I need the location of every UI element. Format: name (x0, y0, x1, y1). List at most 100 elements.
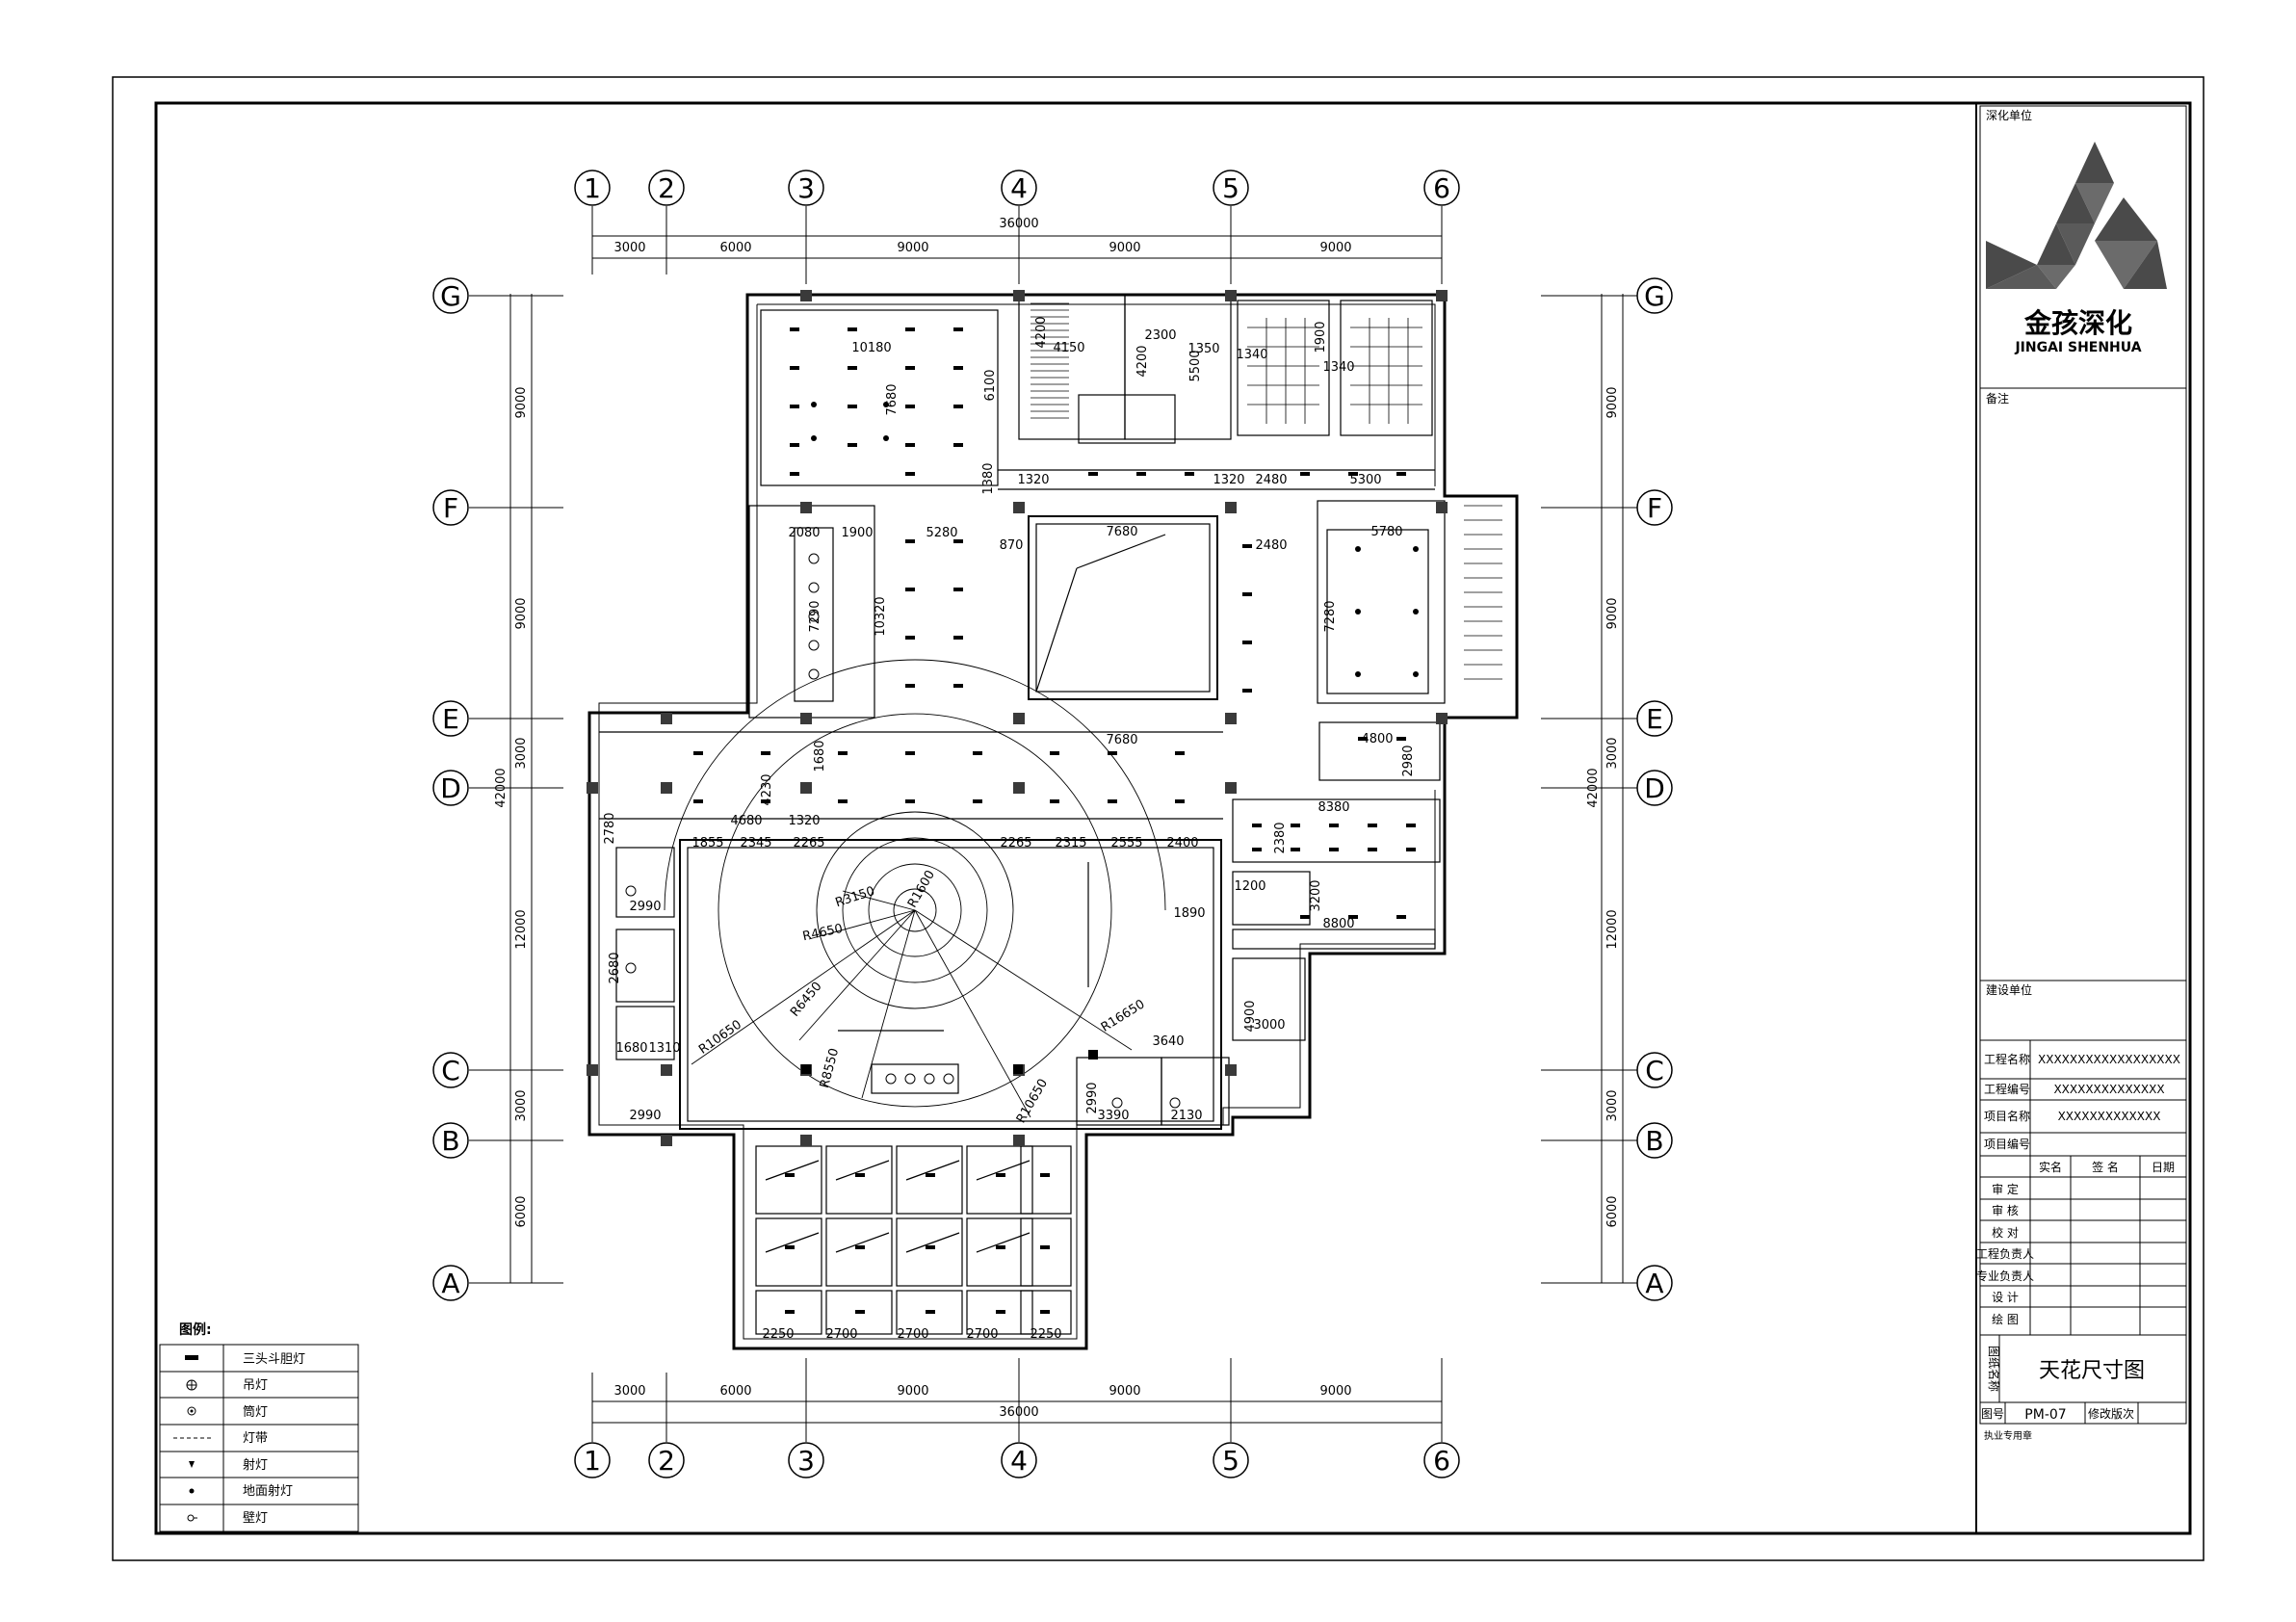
svg-text:12000: 12000 (514, 909, 529, 949)
svg-text:2300: 2300 (1144, 328, 1176, 343)
wc-grid (1247, 318, 1422, 424)
svg-text:2700: 2700 (825, 1327, 857, 1342)
svg-text:3000: 3000 (613, 241, 645, 255)
svg-text:7280: 7280 (1323, 600, 1338, 632)
svg-text:9000: 9000 (1605, 386, 1620, 418)
stair-treads (1031, 302, 1069, 419)
grid-bubble: E (432, 700, 563, 737)
inner-border (154, 101, 2192, 1535)
grid-bubble: B (432, 1122, 563, 1159)
svg-text:36000: 36000 (999, 217, 1038, 231)
svg-text:实名: 实名 (2039, 1160, 2062, 1174)
svg-text:2700: 2700 (897, 1327, 928, 1342)
svg-text:1320: 1320 (1213, 473, 1244, 487)
svg-text:F: F (443, 492, 458, 524)
svg-text:审 定: 审 定 (1992, 1182, 2019, 1196)
grid-bubble: 1 (574, 1373, 611, 1478)
svg-text:3: 3 (797, 1445, 815, 1477)
svg-text:设 计: 设 计 (1992, 1291, 2019, 1304)
svg-text:4200: 4200 (1034, 316, 1049, 348)
svg-text:2080: 2080 (788, 526, 820, 540)
grid-bubble: 5 (1213, 170, 1249, 284)
svg-text:1900: 1900 (1314, 321, 1328, 353)
svg-text:工程名称: 工程名称 (1984, 1052, 2030, 1066)
svg-text:3000: 3000 (613, 1384, 645, 1399)
svg-text:2780: 2780 (603, 812, 617, 844)
grid-row-bubbles-right: G F E D C B A (1541, 277, 1673, 1301)
bottom-dimensions: 3000 6000 9000 9000 9000 36000 (613, 1384, 1351, 1420)
svg-text:图纸名称: 图纸名称 (1987, 1346, 2001, 1392)
svg-text:8380: 8380 (1318, 800, 1349, 815)
svg-text:8800: 8800 (1322, 917, 1354, 931)
svg-text:5: 5 (1222, 172, 1239, 204)
svg-text:项目编号: 项目编号 (1984, 1137, 2030, 1151)
ceiling-plan (587, 293, 1519, 1350)
svg-text:2250: 2250 (762, 1327, 794, 1342)
svg-text:签 名: 签 名 (2092, 1160, 2119, 1174)
svg-text:1310: 1310 (648, 1041, 680, 1056)
svg-text:3000: 3000 (514, 737, 529, 769)
svg-text:执业专用章: 执业专用章 (1984, 1429, 2032, 1442)
svg-text:JINGAI SHENHUA: JINGAI SHENHUA (2014, 340, 2141, 355)
grid-column-bubbles-top: 1 2 3 4 5 6 (574, 170, 1460, 284)
top-dimensions: 36000 3000 6000 9000 9000 9000 (613, 217, 1351, 255)
svg-text:4200: 4200 (1135, 345, 1150, 377)
svg-text:6000: 6000 (719, 1384, 751, 1399)
svg-text:1: 1 (584, 172, 601, 204)
svg-text:9000: 9000 (514, 597, 529, 629)
svg-text:4150: 4150 (1053, 341, 1084, 355)
lower-wing-rooms (755, 1145, 1072, 1335)
svg-text:F: F (1647, 492, 1662, 524)
svg-text:绘 图: 绘 图 (1992, 1312, 2019, 1326)
svg-text:6: 6 (1433, 172, 1450, 204)
legend: 图例: 三头斗胆灯 吊灯 筒灯 灯带 射灯 地面射灯 (159, 1321, 359, 1532)
svg-text:7680: 7680 (885, 383, 900, 415)
svg-text:R3150: R3150 (834, 884, 877, 910)
svg-text:B: B (441, 1125, 459, 1157)
svg-text:备注: 备注 (1986, 391, 2009, 406)
right-dimensions: 9000 9000 3000 12000 3000 6000 42000 (1586, 386, 1620, 1227)
svg-text:2: 2 (658, 1445, 675, 1477)
legend-item: 射灯 (189, 1457, 268, 1473)
svg-text:1350: 1350 (1187, 342, 1219, 356)
stair-east (1464, 505, 1502, 680)
svg-text:1855: 1855 (691, 836, 723, 850)
legend-item: 筒灯 (187, 1404, 268, 1420)
svg-text:2980: 2980 (1401, 745, 1416, 776)
svg-text:7680: 7680 (1106, 525, 1137, 539)
svg-text:金孩深化: 金孩深化 (2023, 307, 2132, 339)
svg-text:4900: 4900 (1243, 1000, 1258, 1032)
grid-bubble: 6 (1423, 170, 1460, 284)
triple-spot-light-icon (185, 1355, 198, 1360)
svg-text:1680: 1680 (615, 1041, 647, 1056)
svg-text:36000: 36000 (999, 1405, 1038, 1420)
svg-text:7680: 7680 (1106, 733, 1137, 747)
svg-text:XXXXXXXXXXXXX: XXXXXXXXXXXXX (2058, 1110, 2161, 1123)
svg-text:3390: 3390 (1097, 1109, 1129, 1123)
svg-text:4: 4 (1010, 1445, 1028, 1477)
svg-text:筒灯: 筒灯 (243, 1404, 268, 1420)
svg-text:图号: 图号 (1981, 1407, 2004, 1421)
legend-item: 吊灯 (186, 1378, 268, 1393)
svg-text:2345: 2345 (740, 836, 771, 850)
svg-text:B: B (1645, 1125, 1663, 1157)
svg-text:地面射灯: 地面射灯 (243, 1483, 293, 1499)
svg-text:6000: 6000 (1605, 1195, 1620, 1227)
svg-text:吊灯: 吊灯 (243, 1378, 268, 1393)
svg-text:9000: 9000 (514, 386, 529, 418)
wall-light-icon (187, 1514, 197, 1522)
svg-text:射灯: 射灯 (243, 1457, 268, 1473)
svg-text:3640: 3640 (1152, 1034, 1184, 1049)
svg-text:1: 1 (584, 1445, 601, 1477)
light-fixtures (625, 327, 1419, 1314)
downlight-icon (187, 1406, 196, 1416)
svg-text:壁灯: 壁灯 (243, 1511, 268, 1526)
svg-text:1320: 1320 (1017, 473, 1049, 487)
svg-text:9000: 9000 (897, 241, 928, 255)
structural-columns (587, 290, 1448, 1146)
svg-text:5: 5 (1222, 1445, 1239, 1477)
grid-bubble: E (1541, 700, 1673, 737)
svg-text:2130: 2130 (1170, 1109, 1202, 1123)
svg-text:工程负责人: 工程负责人 (1976, 1246, 2034, 1261)
svg-text:9000: 9000 (1109, 1384, 1140, 1399)
